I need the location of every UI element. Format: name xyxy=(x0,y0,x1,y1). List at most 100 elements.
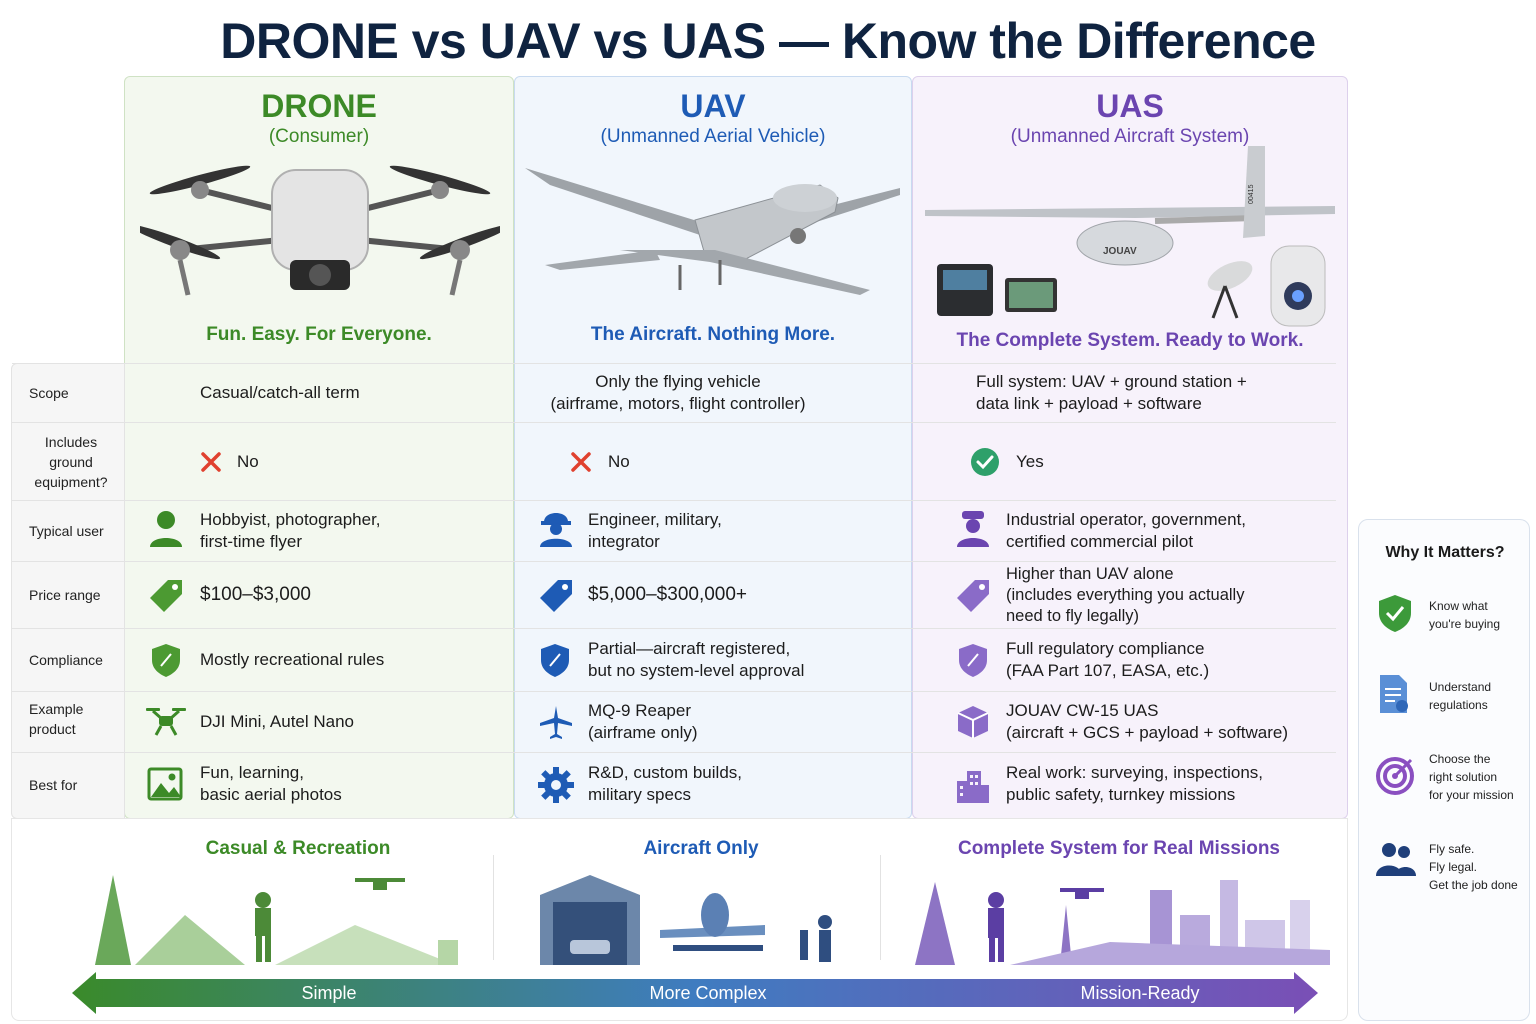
drone-subtitle: (Consumer) xyxy=(268,126,370,147)
price-uav-cell: $5,000–$300,000+ xyxy=(588,562,888,628)
shield-icon xyxy=(152,644,180,677)
shield-icon xyxy=(541,644,569,677)
user-uas-cell: Industrial operator, government, certifi… xyxy=(1006,501,1336,561)
scene-divider xyxy=(880,855,881,960)
price-tag-icon xyxy=(957,580,989,612)
scene-divider xyxy=(493,855,494,960)
price-tag-icon xyxy=(540,580,572,612)
shield-check-icon xyxy=(1379,595,1411,632)
row-divider xyxy=(12,752,1336,753)
row-divider xyxy=(12,500,1336,501)
row-divider xyxy=(12,422,1336,423)
price-drone-text: $100–$3,000 xyxy=(200,584,311,605)
scene-title-uav: Aircraft Only xyxy=(643,838,759,859)
user-uav-text: Engineer, military, integrator xyxy=(588,510,722,551)
user-drone-text: Hobbyist, photographer, first-time flyer xyxy=(200,510,381,551)
row-label-ground-equipment: Includes ground equipment? xyxy=(34,434,108,490)
user-uas-text: Industrial operator, government, certifi… xyxy=(1006,510,1247,551)
page-title: DRONE vs UAV vs UAS — Know the Differenc… xyxy=(220,13,1316,69)
example-drone-text: DJI Mini, Autel Nano xyxy=(200,712,355,731)
scene-title-uas: Complete System for Real Missions xyxy=(957,838,1281,859)
image-icon xyxy=(147,767,183,801)
uav-column xyxy=(514,76,912,819)
ground-drone-text: No xyxy=(237,451,259,471)
compliance-drone-cell: Mostly recreational rules xyxy=(200,629,500,691)
uas-subtitle: (Unmanned Aircraft System) xyxy=(1010,126,1250,147)
why-item-1: Know what you're buying xyxy=(1429,599,1501,631)
recreation-scene-illustration xyxy=(95,875,458,965)
row-label-scope: Scope xyxy=(29,385,69,401)
example-uav-cell: MQ-9 Reaper (airframe only) xyxy=(588,692,888,752)
price-drone-cell: $100–$3,000 xyxy=(200,562,500,628)
why-item-4: Fly safe. Fly legal. Get the job done xyxy=(1429,842,1518,892)
example-uas-cell: JOUAV CW-15 UAS (aircraft + GCS + payloa… xyxy=(1006,692,1336,752)
complexity-scale-arrow xyxy=(72,972,1318,1014)
check-icon xyxy=(971,448,999,476)
compliance-uav-text: Partial—aircraft registered, but no syst… xyxy=(588,639,805,680)
scale-label-simple: Simple xyxy=(301,983,357,1003)
why-it-matters-panel: Why It Matters? Know what you're buying … xyxy=(1358,519,1530,1021)
bestfor-uav-cell: R&D, custom builds, military specs xyxy=(588,753,888,815)
row-label-column xyxy=(11,363,125,819)
row-label-price-range: Price range xyxy=(29,587,101,603)
uas-system-image: JOUAV 00415 xyxy=(925,146,1335,327)
user-uav-cell: Engineer, military, integrator xyxy=(588,501,888,561)
why-item-3: Choose the right solution for your missi… xyxy=(1429,752,1514,802)
team-icon xyxy=(1376,843,1416,876)
price-uas-cell: Higher than UAV alone (includes everythi… xyxy=(1006,562,1336,628)
example-drone-cell: DJI Mini, Autel Nano xyxy=(200,692,500,752)
cross-icon xyxy=(201,452,221,472)
price-uas-text: Higher than UAV alone (includes everythi… xyxy=(1006,564,1245,625)
gear-icon xyxy=(538,767,574,803)
why-item-2: Understand regulations xyxy=(1429,680,1492,712)
row-divider xyxy=(12,628,1336,629)
aircraft-marking: JOUAV xyxy=(1103,246,1137,257)
uas-tagline: The Complete System. Ready to Work. xyxy=(956,330,1304,351)
ground-uas-text: Yes xyxy=(1016,451,1044,471)
row-divider xyxy=(12,561,1336,562)
uav-tagline: The Aircraft. Nothing More. xyxy=(590,324,836,345)
compliance-drone-text: Mostly recreational rules xyxy=(200,650,385,669)
buildings-icon xyxy=(957,771,989,803)
scope-uav-text: Only the flying vehicle (airframe, motor… xyxy=(550,372,806,413)
example-uas-text: JOUAV CW-15 UAS (aircraft + GCS + payloa… xyxy=(1006,701,1289,742)
ground-uav-cell: No xyxy=(608,423,808,500)
scope-drone-text: Casual/catch-all term xyxy=(200,383,360,402)
row-divider xyxy=(12,363,1336,364)
uav-subtitle: (Unmanned Aerial Vehicle) xyxy=(600,126,826,147)
ground-uav-text: No xyxy=(608,451,630,471)
row-divider xyxy=(12,691,1336,692)
bestfor-uav-text: R&D, custom builds, military specs xyxy=(588,763,742,804)
package-box-icon xyxy=(957,706,989,738)
scale-label-mission-ready: Mission-Ready xyxy=(1080,983,1200,1003)
target-icon xyxy=(1376,757,1414,795)
uav-aircraft-image xyxy=(525,168,900,295)
scope-drone-cell: Casual/catch-all term xyxy=(200,364,500,422)
compliance-uas-cell: Full regulatory compliance (FAA Part 107… xyxy=(1006,629,1336,691)
person-icon xyxy=(150,511,182,547)
quadcopter-icon xyxy=(146,708,186,736)
drone-tagline: Fun. Easy. For Everyone. xyxy=(206,324,432,345)
ground-uas-cell: Yes xyxy=(1016,423,1216,500)
user-drone-cell: Hobbyist, photographer, first-time flyer xyxy=(200,501,500,561)
shield-icon xyxy=(959,644,987,677)
bestfor-uas-text: Real work: surveying, inspections, publi… xyxy=(1006,763,1264,804)
row-label-typical-user: Typical user xyxy=(29,523,104,539)
why-title: Why It Matters? xyxy=(1385,544,1505,561)
scope-uas-cell: Full system: UAV + ground station + data… xyxy=(976,364,1336,422)
scene-title-drone: Casual & Recreation xyxy=(205,838,391,859)
row-label-example-product: Example product xyxy=(29,701,84,737)
bestfor-uas-cell: Real work: surveying, inspections, publi… xyxy=(1006,753,1336,815)
price-uav-text: $5,000–$300,000+ xyxy=(588,584,748,605)
uav-heading: UAV xyxy=(680,88,746,124)
example-uav-text: MQ-9 Reaper (airframe only) xyxy=(588,701,698,742)
ground-drone-cell: No xyxy=(237,423,437,500)
airplane-icon xyxy=(540,706,572,739)
bestfor-drone-cell: Fun, learning, basic aerial photos xyxy=(200,753,500,815)
compliance-uas-text: Full regulatory compliance (FAA Part 107… xyxy=(1006,639,1210,680)
consumer-drone-image xyxy=(140,165,500,296)
scale-label-more-complex: More Complex xyxy=(649,983,767,1003)
document-icon xyxy=(1380,675,1408,713)
hangar-scene-illustration xyxy=(540,875,832,965)
hardhat-worker-icon xyxy=(540,513,572,547)
